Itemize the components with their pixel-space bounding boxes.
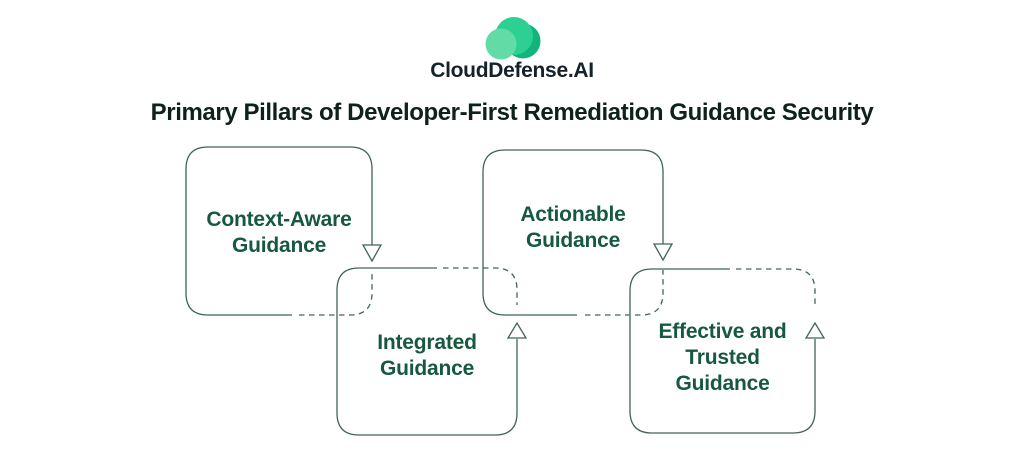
label-line: Guidance: [675, 372, 770, 395]
box-label-integrated-guidance: Integrated Guidance: [337, 268, 517, 435]
arrow-up-icon: [804, 321, 826, 339]
actionable-guidance-box: [482, 149, 674, 316]
label-line: Effective and: [658, 320, 787, 343]
label-line: Guidance: [525, 228, 621, 252]
label-line: Guidance: [379, 356, 475, 380]
logo-front-circle: [485, 28, 517, 60]
effective-trusted-guidance-box: [629, 268, 826, 434]
context-aware-guidance-box: [185, 146, 383, 316]
label-line: Trusted: [685, 346, 760, 369]
integrated-guidance-box: [336, 267, 528, 436]
brand-name: CloudDefense.AI: [430, 59, 594, 82]
page-title: Primary Pillars of Developer-First Remed…: [150, 99, 874, 126]
label-line: Guidance: [231, 234, 327, 257]
clouddefense-logo-icon: [485, 17, 541, 60]
arrow-up-icon: [506, 321, 528, 339]
label-line: Context-Aware: [206, 208, 352, 231]
arrow-down-icon: [652, 243, 674, 262]
label-line: Integrated: [377, 330, 477, 354]
label-line: Actionable: [520, 202, 626, 226]
box-label-context-aware-guidance: Context-Aware Guidance: [186, 147, 372, 315]
arrow-down-icon: [361, 244, 383, 263]
box-label-actionable-guidance: Actionable Guidance: [483, 150, 663, 315]
box-label-effective-trusted-guidance: Effective and Trusted Guidance: [630, 269, 815, 433]
